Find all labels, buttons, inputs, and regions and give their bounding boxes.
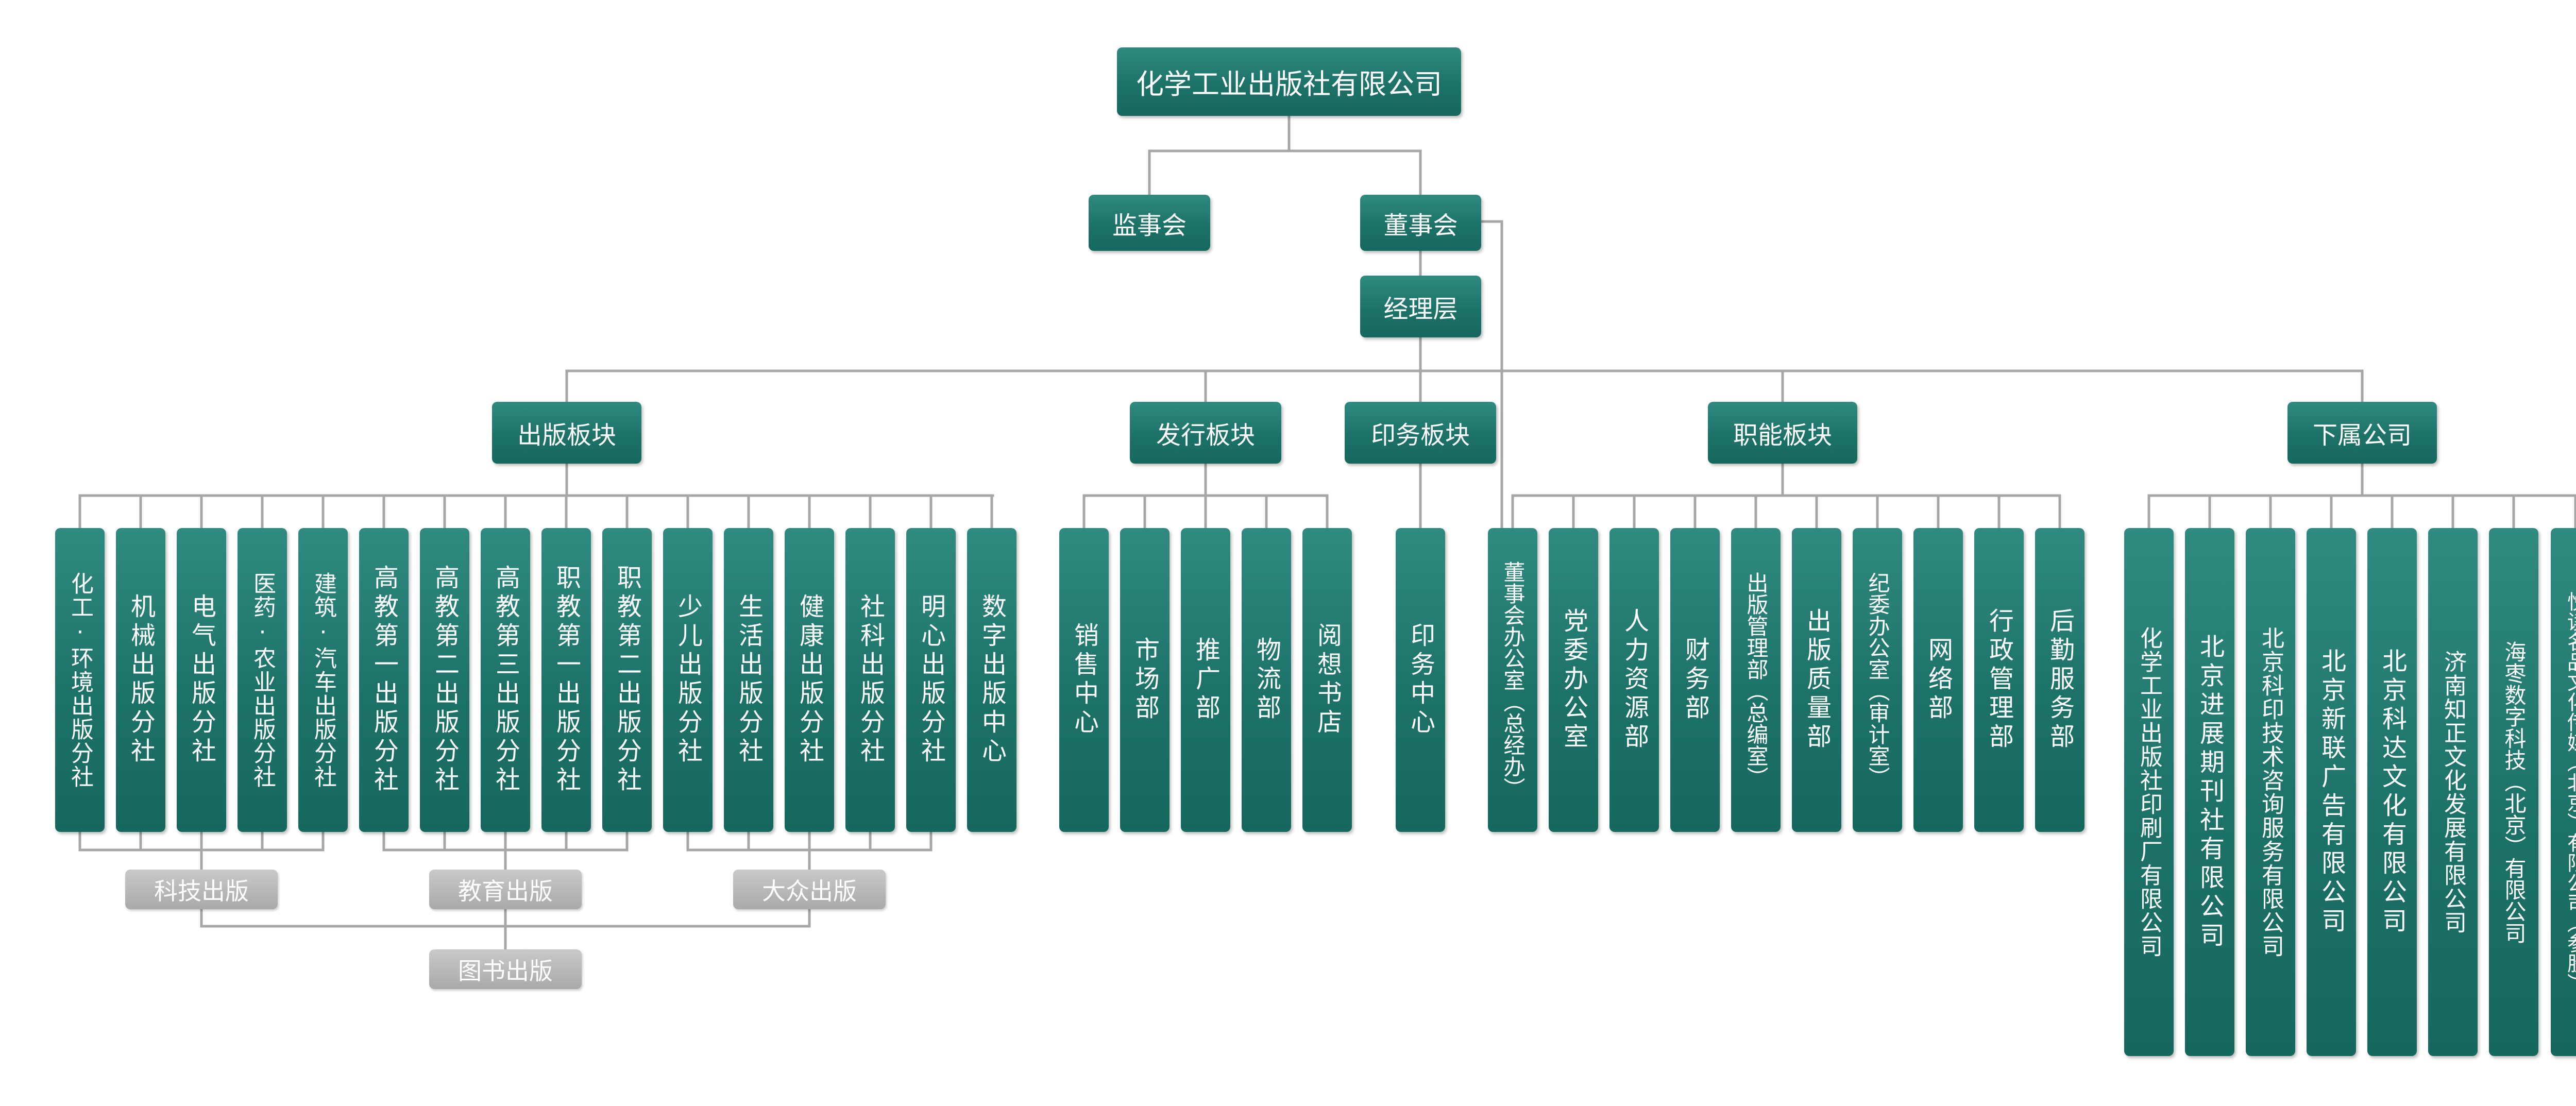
unit-functional: 出版管理部（总编室） <box>1731 528 1781 832</box>
unit-publishing: 生活出版分社 <box>724 528 773 832</box>
unit-publishing: 职教第一出版分社 <box>541 528 591 832</box>
unit-functional: 行政管理部 <box>1974 528 2024 832</box>
sector-distribution: 发行板块 <box>1130 402 1281 464</box>
sector-printing: 印务板块 <box>1345 402 1496 464</box>
unit-subsidiary: 济南知正文化发展有限公司 <box>2428 528 2478 1056</box>
unit-publishing: 机械出版分社 <box>116 528 165 832</box>
unit-subsidiary: 悦读名品文化传媒（北京）有限公司（参股） <box>2551 528 2576 1056</box>
unit-publishing: 明心出版分社 <box>906 528 956 832</box>
group-tech-publishing: 科技出版 <box>125 870 278 909</box>
unit-subsidiary: 北京科达文化有限公司 <box>2367 528 2417 1056</box>
unit-publishing: 医药·农业出版分社 <box>238 528 287 832</box>
unit-publishing: 高教第二出版分社 <box>420 528 469 832</box>
unit-functional: 纪委办公室（审计室） <box>1853 528 1902 832</box>
unit-subsidiary: 海枣数字科技（北京）有限公司 <box>2489 528 2538 1056</box>
unit-distribution: 阅想书店 <box>1302 528 1352 832</box>
unit-distribution: 销售中心 <box>1059 528 1109 832</box>
sector-functional: 职能板块 <box>1708 402 1857 464</box>
board-of-directors-node: 董事会 <box>1360 195 1481 251</box>
unit-publishing: 高教第三出版分社 <box>481 528 530 832</box>
unit-distribution: 推广部 <box>1181 528 1230 832</box>
unit-functional: 财务部 <box>1670 528 1720 832</box>
unit-subsidiary: 北京新联广告有限公司 <box>2307 528 2356 1056</box>
unit-publishing: 职教第二出版分社 <box>602 528 652 832</box>
unit-functional: 人力资源部 <box>1609 528 1659 832</box>
company-node: 化学工业出版社有限公司 <box>1117 47 1461 116</box>
unit-distribution: 市场部 <box>1120 528 1170 832</box>
unit-distribution: 物流部 <box>1242 528 1291 832</box>
unit-publishing: 高教第一出版分社 <box>359 528 409 832</box>
group-popular-publishing: 大众出版 <box>733 870 886 909</box>
unit-subsidiary: 北京科印技术咨询服务有限公司 <box>2246 528 2295 1056</box>
unit-publishing: 数字出版中心 <box>967 528 1016 832</box>
group-education-publishing: 教育出版 <box>429 870 582 909</box>
group-book-publishing: 图书出版 <box>429 949 582 989</box>
sector-subsidiaries: 下属公司 <box>2287 402 2437 464</box>
management-node: 经理层 <box>1360 276 1481 337</box>
unit-publishing: 少儿出版分社 <box>663 528 713 832</box>
unit-functional: 党委办公室 <box>1549 528 1598 832</box>
supervisory-board-node: 监事会 <box>1089 195 1210 251</box>
unit-functional: 网络部 <box>1913 528 1963 832</box>
unit-publishing: 健康出版分社 <box>785 528 834 832</box>
unit-publishing: 建筑·汽车出版分社 <box>298 528 348 832</box>
unit-subsidiary: 化学工业出版社印刷厂有限公司 <box>2124 528 2174 1056</box>
unit-printing: 印务中心 <box>1396 528 1445 832</box>
unit-publishing: 化工·环境出版分社 <box>55 528 105 832</box>
sector-publishing: 出版板块 <box>492 402 641 464</box>
unit-subsidiary: 北京进展期刊社有限公司 <box>2185 528 2234 1056</box>
unit-functional: 出版质量部 <box>1792 528 1841 832</box>
unit-functional: 后勤服务部 <box>2035 528 2084 832</box>
unit-publishing: 电气出版分社 <box>177 528 226 832</box>
unit-functional: 董事会办公室（总经办） <box>1488 528 1537 832</box>
unit-publishing: 社科出版分社 <box>845 528 895 832</box>
